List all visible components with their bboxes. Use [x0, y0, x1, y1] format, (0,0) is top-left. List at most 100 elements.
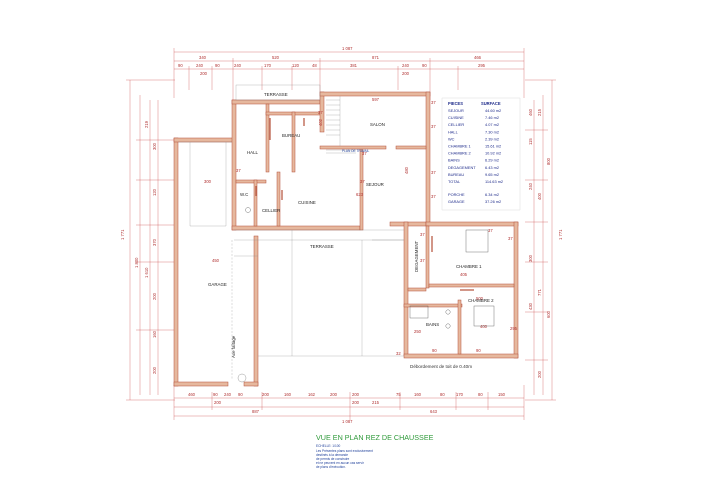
- inner-lines: [178, 84, 404, 380]
- dim-label: 340: [199, 55, 207, 60]
- dim-label: 200: [352, 400, 360, 405]
- room-garage: GARAGE: [208, 282, 227, 287]
- surface-row-value: 2.39 m2: [485, 136, 499, 141]
- dim-label: 37: [236, 168, 241, 173]
- dim-label: 150: [498, 392, 506, 397]
- bed-icon: [473, 305, 495, 327]
- bed-icon: [465, 229, 489, 253]
- dimension-lines: [126, 48, 556, 420]
- overall-bottom: 1 087: [342, 419, 353, 424]
- dim-label: 295: [478, 63, 486, 68]
- room-bureau: BUREAU: [282, 133, 300, 138]
- dim-label: 170: [264, 63, 272, 68]
- dim-label: 405: [460, 272, 468, 277]
- dim-label: 90: [422, 63, 427, 68]
- surface-row-value: 6.43 m2: [485, 165, 499, 170]
- dim-label: 240: [196, 63, 204, 68]
- dim-label: 600: [546, 310, 551, 318]
- dim-label: 402: [318, 118, 323, 126]
- overall-top: 1 087: [342, 46, 353, 51]
- caption-line: et ne peuvent en aucun cas servir: [316, 461, 365, 465]
- surface-row-piece: SEJOUR: [448, 108, 464, 113]
- dim-label: 400: [480, 324, 488, 329]
- dim-label: 466: [474, 55, 482, 60]
- dim-label: 48: [312, 63, 317, 68]
- sink-icon: [445, 309, 451, 315]
- surface-row-piece: TOTAL: [448, 179, 461, 184]
- dim-label: 37: [431, 124, 436, 129]
- caption-scale: ECHELLE: 1/100: [316, 444, 341, 448]
- debord-note: Débordement de toit de 0.40m: [410, 364, 472, 369]
- caption-line: Les Présentes plans sont exclusivement: [316, 449, 373, 453]
- dim-label: 460: [188, 392, 196, 397]
- room-degagement: DEGAGEMENT: [414, 240, 419, 272]
- door-swing-icon: [237, 373, 247, 383]
- surface-header-piece: PIECES: [448, 101, 463, 106]
- overall-right: 1 771: [558, 229, 563, 240]
- dim-label: 90: [215, 63, 220, 68]
- dim-label: 90: [213, 392, 218, 397]
- room-terrasse-top: TERRASSE: [264, 92, 288, 97]
- dim-label: 500: [476, 296, 484, 301]
- dim-label: 597: [372, 97, 380, 102]
- room-bains: BAINS: [426, 322, 439, 327]
- dim-label: 450: [212, 258, 220, 263]
- caption-line: de permis de construire: [316, 457, 350, 461]
- dim-label: 170: [456, 392, 464, 397]
- dim-label: 37: [360, 179, 365, 184]
- room-hall: HALL: [247, 150, 259, 155]
- room-terrasse-mid: TERRASSE: [310, 244, 334, 249]
- surface-row-piece: CHAMBRE 1: [448, 144, 471, 149]
- dim-label: 200: [402, 71, 410, 76]
- caption-line: destinés à la demande: [316, 453, 348, 457]
- surface-row-value: 15.61 m2: [485, 144, 501, 149]
- dim-label: 480: [404, 166, 409, 174]
- surface-row-value: 9.65 m2: [485, 172, 499, 177]
- dim-label: 240: [234, 63, 242, 68]
- dim-label: 37: [420, 232, 425, 237]
- dim-label: 90: [178, 63, 183, 68]
- dim-label: 240: [224, 392, 232, 397]
- dim-label: 219: [144, 120, 149, 128]
- dim-label: 37: [431, 170, 436, 175]
- caption-title: VUE EN PLAN REZ DE CHAUSSEE: [316, 433, 434, 442]
- dim-label: 115: [528, 138, 533, 145]
- dim-label: 771: [537, 288, 542, 296]
- surface-row-value: 4.07 m2: [485, 122, 499, 127]
- dim-label: 75: [396, 392, 401, 397]
- dim-label: 120: [292, 63, 300, 68]
- caption-line: de plans d'exécution.: [316, 465, 346, 469]
- room-cellier: CELLIER: [262, 208, 280, 213]
- dim-label: 887: [252, 409, 260, 414]
- axe-faitage-label: Axe faîtage: [231, 335, 236, 358]
- right-dims: 460 215 800 115 240 400 771 300 600 430 …: [528, 108, 551, 378]
- dim-label: 200: [152, 292, 157, 300]
- walls: [173, 91, 519, 387]
- dim-label: 240: [402, 63, 410, 68]
- dim-label: 520: [272, 55, 280, 60]
- dim-label: 90: [476, 348, 481, 353]
- surface-row-value: 6.34 m2: [485, 192, 499, 197]
- dim-label: 370: [152, 238, 157, 246]
- surface-row-piece: GARAGE: [448, 199, 465, 204]
- dim-label: 800: [546, 157, 551, 165]
- dim-label: 1 800: [134, 257, 139, 268]
- room-labels: TERRASSE BUREAU HALL W.C CELLIER CUISINE…: [208, 92, 494, 358]
- dim-label: 250: [414, 329, 422, 334]
- dim-label: 200: [330, 392, 338, 397]
- bar-label: PLAN DE TRAVAIL: [342, 149, 370, 153]
- surface-row-piece: CELLIER: [448, 122, 464, 127]
- dim-label: 460: [528, 108, 533, 116]
- surface-row-value: 10.92 m2: [485, 151, 501, 156]
- surface-row-piece: CUISINE: [448, 115, 464, 120]
- dim-label: 643: [430, 409, 438, 414]
- toilet-icon: [245, 207, 251, 213]
- surface-row-value: 7.30 m2: [485, 129, 499, 134]
- caption: VUE EN PLAN REZ DE CHAUSSEE ECHELLE: 1/1…: [316, 433, 434, 469]
- door-accents: [255, 118, 474, 291]
- dim-label: 295: [510, 326, 518, 331]
- interior-dims: 597 37 37 480 37 37 37 37 402 623 37 300…: [204, 97, 518, 356]
- dim-label: 80: [440, 392, 445, 397]
